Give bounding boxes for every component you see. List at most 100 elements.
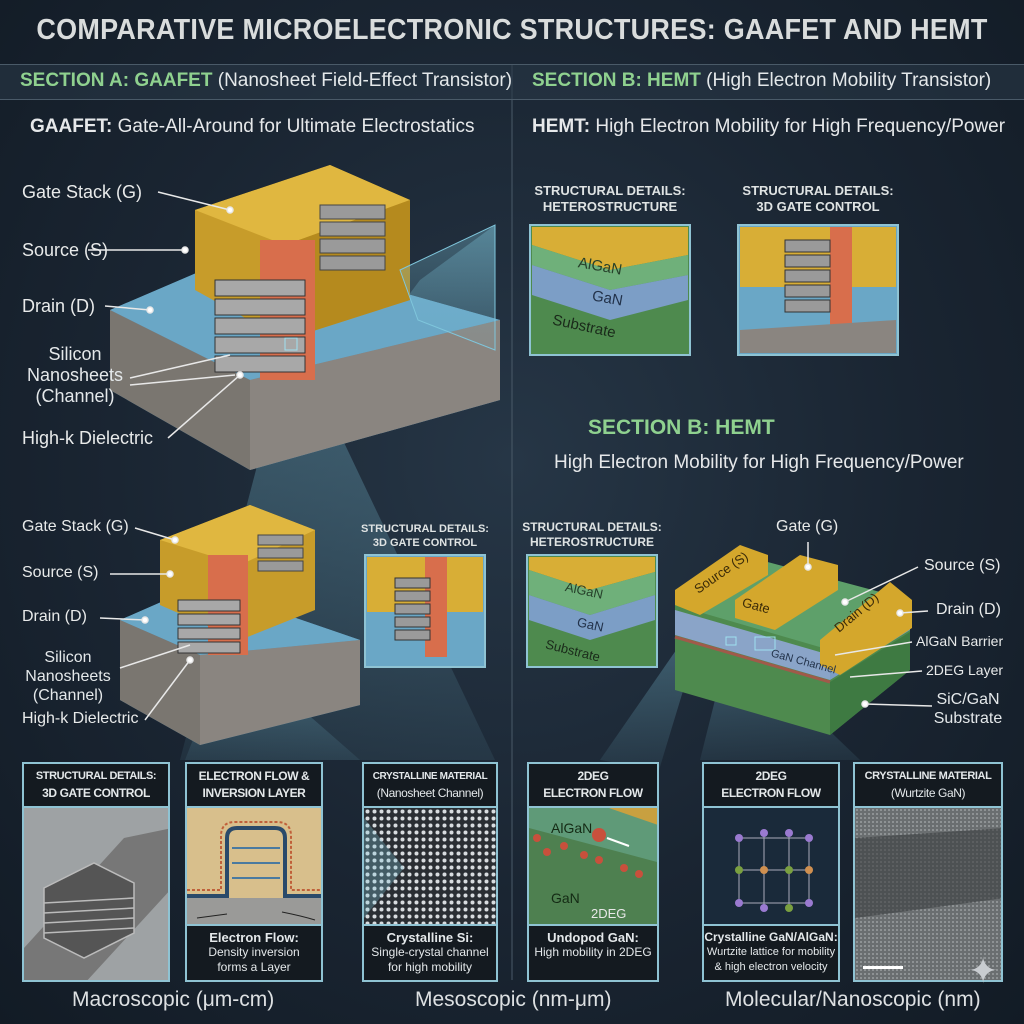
panel-3d-gate-control: STRUCTURAL DETAILS: 3D GATE CONTROL bbox=[22, 762, 170, 982]
subtitle-bold: HEMT: bbox=[532, 116, 591, 137]
header-line: CRYSTALLINE MATERIAL bbox=[372, 771, 488, 782]
panel-electron-flow: ELECTRON FLOW & INVERSION LAYER Electron … bbox=[185, 762, 323, 982]
inner-gan: GaN bbox=[551, 890, 580, 906]
caption-line: Density inversion bbox=[208, 945, 300, 959]
header-line: 2DEG bbox=[755, 769, 787, 783]
section-a-subtitle: GAAFET: Gate-All-Around for Ultimate Ele… bbox=[30, 116, 475, 138]
inversion-layer-diagram bbox=[187, 808, 321, 928]
header-line: HETEROSTRUCTURE bbox=[529, 535, 654, 549]
label-source: Source (S) bbox=[924, 557, 1001, 574]
header-line: CRYSTALLINE MATERIAL bbox=[864, 770, 992, 782]
panel-header: STRUCTURAL DETAILS: 3D GATE CONTROL bbox=[24, 764, 168, 808]
section-b-subtitle: HEMT: High Electron Mobility for High Fr… bbox=[532, 116, 1005, 138]
label-high-k-dielectric: High-k Dielectric bbox=[22, 428, 154, 448]
hemt-device bbox=[674, 542, 933, 735]
label-line: Substrate bbox=[933, 710, 1003, 727]
panel-header: ELECTRON FLOW & INVERSION LAYER bbox=[187, 764, 321, 808]
label-line: Nanosheets bbox=[25, 668, 111, 685]
label-source: Source (S) bbox=[22, 240, 109, 260]
label-2deg-layer: 2DEG Layer bbox=[926, 662, 1004, 678]
hemt-heterostructure-inset-mid bbox=[526, 554, 658, 668]
header-line: STRUCTURAL DETAILS: bbox=[534, 183, 686, 198]
label-line: Silicon bbox=[48, 344, 102, 364]
scale-bar bbox=[863, 966, 903, 969]
label-line: Silicon bbox=[44, 649, 92, 666]
header-line: ELECTRON FLOW & bbox=[198, 769, 310, 783]
gaafet-device-top bbox=[88, 165, 500, 470]
header-line: STRUCTURAL DETAILS: bbox=[522, 520, 662, 534]
caption-bold: Crystalline GaN/AlGaN: bbox=[704, 930, 838, 944]
caption-bold: Electron Flow: bbox=[209, 930, 299, 945]
label-drain: Drain (D) bbox=[936, 601, 1001, 618]
caption-bold: Undopod GaN: bbox=[547, 930, 639, 945]
2deg-diagram bbox=[529, 808, 657, 928]
header-line: STRUCTURAL DETAILS: bbox=[35, 770, 157, 782]
gaafet-inset-header: STRUCTURAL DETAILS: 3D GATE CONTROL bbox=[360, 522, 490, 550]
caption-line: Single-crystal channel bbox=[371, 945, 489, 959]
panel-crystalline-si: CRYSTALLINE MATERIAL(Nanosheet Channel) … bbox=[362, 762, 498, 982]
subtitle-bold: GAAFET: bbox=[30, 116, 113, 137]
tem-gan-image bbox=[855, 808, 1001, 980]
label-gate-stack: Gate Stack (G) bbox=[22, 182, 143, 202]
header-line: (Wurtzite GaN) bbox=[890, 786, 966, 800]
header-line: HETEROSTRUCTURE bbox=[542, 199, 678, 214]
header-line: 3D GATE CONTROL bbox=[756, 199, 880, 214]
header-line: STRUCTURAL DETAILS: bbox=[742, 183, 894, 198]
label-line: (Channel) bbox=[32, 687, 104, 704]
panel-header: CRYSTALLINE MATERIAL (Wurtzite GaN) bbox=[855, 764, 1001, 808]
panel-wurtzite-gan-tem: CRYSTALLINE MATERIAL (Wurtzite GaN) bbox=[853, 762, 1003, 982]
header-line: (Nanosheet Channel) bbox=[376, 786, 484, 800]
header-line: 3D GATE CONTROL bbox=[42, 786, 150, 800]
section-b-header: SECTION B: HEMT (High Electron Mobility … bbox=[532, 70, 991, 92]
subtitle-text: Gate-All-Around for Ultimate Electrostat… bbox=[117, 116, 475, 137]
caption-bold: Crystalline Si: bbox=[386, 930, 474, 945]
caption-line: forms a Layer bbox=[217, 960, 291, 974]
section-b-mid-label: SECTION B: HEMT bbox=[588, 416, 775, 439]
label-line: Nanosheets bbox=[26, 365, 124, 385]
label-drain: Drain (D) bbox=[22, 296, 96, 316]
hemt-inset3-header: STRUCTURAL DETAILS:HETEROSTRUCTURE bbox=[522, 520, 662, 550]
label-high-k-dielectric: High-k Dielectric bbox=[22, 710, 139, 727]
header-line: 2DEG bbox=[577, 769, 609, 783]
section-b-label: SECTION B: HEMT bbox=[532, 70, 701, 91]
hemt-heterostructure-inset-top bbox=[529, 224, 691, 356]
label-line: SiC/GaN bbox=[936, 691, 1000, 708]
scale-label-macroscopic: Macroscopic (μm-cm) bbox=[72, 988, 275, 1011]
caption-line: & high electron velocity bbox=[714, 961, 828, 973]
label-algan-barrier: AlGaN Barrier bbox=[916, 633, 1004, 649]
panel-header: CRYSTALLINE MATERIAL (Nanosheet Channel) bbox=[364, 764, 496, 808]
section-a-label: SECTION A: GAAFET bbox=[20, 70, 213, 91]
section-b-mid-subtitle: High Electron Mobility for High Frequenc… bbox=[554, 452, 964, 473]
gaafet-gate-inset bbox=[364, 554, 486, 668]
panel-caption: Crystalline GaN/AlGaN:Wurtzite lattice f… bbox=[704, 924, 838, 980]
scale-label-nanoscopic: Molecular/Nanoscopic (nm) bbox=[725, 988, 981, 1011]
inner-2deg: 2DEG bbox=[591, 906, 627, 921]
header-line: 3D GATE CONTROL bbox=[372, 537, 478, 549]
hemt-inset2-header: STRUCTURAL DETAILS:3D GATE CONTROL bbox=[733, 183, 903, 215]
scale-label-mesoscopic: Mesoscopic (nm-μm) bbox=[415, 988, 612, 1011]
label-substrate: SiC/GaN Substrate bbox=[928, 690, 1008, 728]
header-line: STRUCTURAL DETAILS: bbox=[361, 523, 489, 535]
header-line: INVERSION LAYER bbox=[202, 786, 306, 800]
caption-line: for high mobility bbox=[387, 960, 473, 974]
lattice-image bbox=[364, 808, 496, 928]
zoom-beam bbox=[399, 224, 496, 351]
hemt-gate-inset-top bbox=[737, 224, 899, 356]
section-b-desc: (High Electron Mobility Transistor) bbox=[706, 70, 992, 91]
page-title: COMPARATIVE MICROELECTRONIC STRUCTURES: … bbox=[36, 14, 988, 46]
caption-line: High mobility in 2DEG bbox=[534, 945, 652, 959]
sparkle-icon: ✦ bbox=[968, 950, 999, 991]
subtitle-text: High Electron Mobility for High Frequenc… bbox=[595, 116, 1006, 137]
label-gate-stack: Gate Stack (G) bbox=[22, 518, 129, 535]
section-a-desc: (Nanosheet Field-Effect Transistor) bbox=[217, 70, 513, 91]
label-drain: Drain (D) bbox=[22, 608, 87, 625]
